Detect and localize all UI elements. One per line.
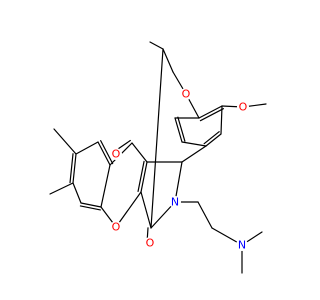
atom-label-n-ring: N — [171, 196, 179, 209]
bond-c2-c3 — [150, 48, 164, 229]
bond-o4-c3a — [115, 191, 142, 228]
atom-label-o-ketone: O — [112, 148, 121, 161]
bond-layer — [49, 41, 267, 274]
double-bond-b8-b8a — [79, 205, 102, 211]
atom-label-layer: O O O O O N N — [110, 88, 249, 252]
atom-o-ketone: O — [110, 148, 122, 161]
atom-n-dimethylamino: N — [236, 239, 248, 252]
atom-label-o-methoxy: O — [239, 101, 248, 114]
double-bond-b6-b7 — [69, 153, 74, 184]
bond-c9a-ck — [131, 142, 148, 163]
bond-b6-me6 — [53, 128, 77, 155]
bond-b6-b7 — [72, 153, 77, 184]
molecule-structure: O O O O O N N — [49, 41, 267, 274]
bond-a5-a6 — [174, 117, 183, 143]
bond-b7-me7 — [49, 182, 74, 195]
bond-c1-c2 — [149, 41, 164, 50]
atom-label-o-ether-isobutyl: O — [182, 88, 191, 101]
bond-b8a-b4a — [100, 164, 111, 208]
double-bond-c9a-c3a — [137, 160, 145, 193]
atom-o-ether-isobutyl: O — [180, 88, 192, 101]
bond-c9a-c3a — [140, 161, 148, 193]
atom-label-n-dimethylamino: N — [238, 239, 246, 252]
bond-b8-b8a — [80, 202, 102, 208]
bond-n1-c9 — [174, 161, 183, 203]
bond-c3a-c3 — [140, 191, 152, 229]
bond-a1-a2 — [198, 105, 223, 119]
bond-p1-p2 — [197, 201, 213, 229]
molecule-diagram: O O O O O N N — [49, 41, 267, 274]
atom-o-pyran: O — [110, 221, 122, 234]
atom-o-lactam: O — [144, 237, 156, 250]
atom-o-methoxy: O — [237, 101, 249, 114]
bond-a2-a3 — [220, 105, 223, 135]
double-bond-a5-a6 — [177, 116, 186, 142]
bond-b5-b6 — [75, 141, 99, 155]
bond-b7-b8 — [72, 182, 82, 204]
double-bond-a1-a2 — [199, 108, 224, 122]
double-bond-b4a-b5 — [100, 140, 114, 165]
bond-b4a-b5 — [97, 141, 111, 166]
double-bond-a3-a4 — [203, 131, 220, 145]
bond-a4-a5 — [181, 141, 207, 147]
atom-label-o-pyran: O — [112, 221, 121, 234]
bond-a4-c9 — [181, 145, 207, 163]
atom-label-o-lactam: O — [146, 237, 155, 250]
atom-n-ring: N — [169, 196, 181, 209]
bond-c2-c4 — [162, 48, 174, 73]
bond-a3-a4 — [205, 133, 222, 147]
